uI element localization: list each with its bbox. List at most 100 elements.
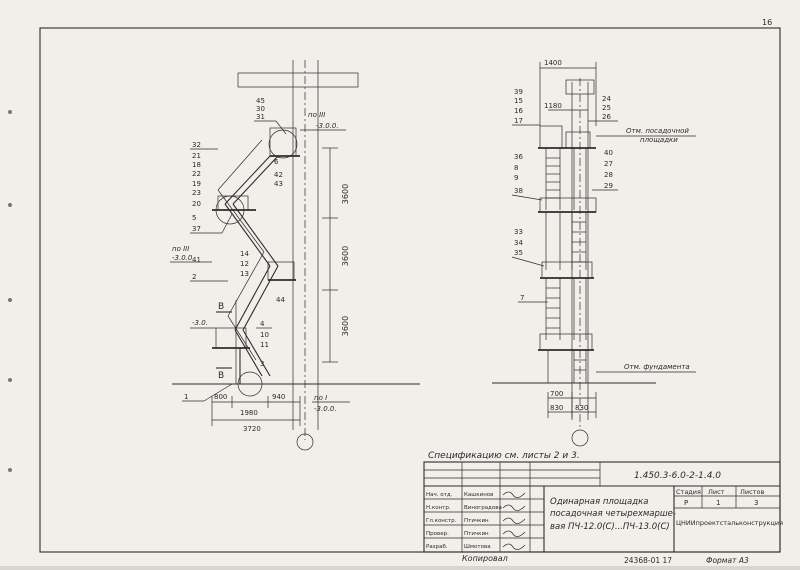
- signer-role: Разраб.: [426, 544, 448, 550]
- bottom-code: 24368-01 17: [624, 556, 672, 565]
- signer-role: Нач. отд.: [426, 492, 453, 498]
- callout-label: 45: [256, 97, 265, 105]
- note-foundation: Отм. фундамента: [596, 363, 696, 373]
- callout-label: 37: [192, 225, 201, 233]
- mark-bottom-label: по I: [314, 394, 327, 402]
- callout-label: 12: [240, 260, 249, 268]
- format-label: Формат А3: [706, 556, 749, 565]
- ladder-upper: [545, 148, 587, 210]
- mark-bottom: по I -3.0.0.: [312, 394, 350, 413]
- binder-holes: [8, 110, 12, 472]
- callout-label: 28: [604, 171, 613, 179]
- signer-role: Н.контр.: [426, 505, 451, 511]
- dim-bottom-830-a: 830: [550, 404, 563, 412]
- header-stage: Стадия: [676, 488, 701, 496]
- note-landing: Отм. посадочной площадки: [596, 127, 696, 144]
- mark-top: по III -3.0.0.: [300, 111, 346, 131]
- callout-label: 7: [520, 294, 524, 302]
- left-elevation: B B 3600 3600 3600 800 1980 940 3720 45 …: [170, 60, 420, 451]
- callouts-left-top: 39 15 16 17: [512, 88, 540, 126]
- callout-label: 30: [256, 105, 265, 113]
- callout-label: 8: [514, 164, 518, 172]
- signers: Нач. отд. Кашкинов Н.контр. Виноградова …: [426, 492, 502, 550]
- callout-label: 1: [184, 393, 188, 401]
- mark-mid-level: -3.0.0: [172, 254, 193, 262]
- signer-role: Гл.констр.: [426, 518, 457, 524]
- ladder-lower: [545, 278, 587, 340]
- callouts-left-mid: 36 8 9 38: [511, 153, 543, 201]
- callout-label: 4: [260, 320, 265, 328]
- right-elevation: 1400 1180 39 15 16 17 24 25 26 Отм. поса…: [492, 59, 696, 447]
- sheet-frame: [39, 27, 781, 553]
- callout-label: 18: [192, 161, 201, 169]
- callouts-lower: 4 10 11 3: [256, 320, 272, 368]
- dim-vertical-1: 3600: [341, 184, 350, 204]
- signer-role: Провер.: [426, 531, 449, 537]
- copied-by: Копировал: [462, 554, 508, 563]
- callout-label: 25: [602, 104, 611, 112]
- dim-bottom-830-b: 830: [575, 404, 588, 412]
- callout-label: 5: [192, 214, 196, 222]
- title-line-1: Одинарная площадка: [550, 497, 648, 507]
- dim-top: 1400: [544, 59, 562, 67]
- signer-name: Птичкин: [464, 518, 489, 524]
- dim-bottom-940: 940: [272, 393, 285, 401]
- note-foundation-text: Отм. фундамента: [624, 363, 690, 371]
- mark-left: -3.0.: [190, 319, 216, 329]
- callout-label: 38: [514, 187, 523, 195]
- callout-label: 29: [604, 182, 613, 190]
- callout-label: 3: [260, 360, 264, 368]
- callout-label: 40: [604, 149, 613, 157]
- note-landing-line2: площадки: [640, 136, 678, 144]
- callout-label: 22: [192, 170, 201, 178]
- signer-name: Шмотова: [464, 544, 491, 550]
- callouts-left-low: 33 34 35: [511, 228, 545, 267]
- spec-note: Спецификацию см. листы 2 и 3.: [428, 451, 580, 461]
- callout-label: 31: [256, 113, 265, 121]
- signer-name: Кашкинов: [464, 492, 493, 498]
- callout-label: 27: [604, 160, 613, 168]
- callout-label: 10: [260, 331, 269, 339]
- callouts-left-upper: 32 21 18 22 19 23 20 5 37: [190, 141, 233, 234]
- callout-label: 20: [192, 200, 201, 208]
- title-block: 1.450.3-6.0-2-1.4.0 Одинарная площадка п…: [423, 461, 783, 553]
- dim-700: 700: [550, 390, 563, 398]
- dim-total: 3720: [243, 425, 261, 433]
- callout-label: 33: [514, 228, 523, 236]
- callout-label: 35: [514, 249, 523, 257]
- mark-bottom-level: -3.0.0.: [314, 405, 337, 413]
- signer-name: Птичкин: [464, 531, 489, 537]
- callout-label: 41: [192, 256, 201, 264]
- dim-inner: 1180: [544, 102, 562, 110]
- callout-label: 39: [514, 88, 523, 96]
- mark-mid-label: по III: [172, 245, 189, 253]
- value-stage: Р: [684, 499, 688, 507]
- signer-name: Виноградова: [464, 505, 502, 511]
- callouts-right-mid: 40 27 28 29: [592, 149, 618, 191]
- value-sheet: 1: [716, 499, 720, 507]
- callouts-mid: 14 12 13: [240, 250, 249, 278]
- callout-label: 34: [514, 239, 523, 247]
- organization: ЦНИИпроектстальконструкция: [676, 519, 783, 527]
- title-line-3: вая ПЧ-12.0(С)...ПЧ-13.0(С): [550, 522, 670, 532]
- ladder-bottom: [547, 350, 587, 383]
- callout-label: 9: [514, 174, 518, 182]
- callout-label: 15: [514, 97, 523, 105]
- callout-seven: 7: [518, 294, 548, 303]
- header-sheets: Листов: [740, 488, 764, 496]
- mark-top-label: по III: [308, 111, 325, 119]
- callout-label: 6: [274, 158, 279, 166]
- callout-label: 16: [514, 107, 523, 115]
- callout-label: 13: [240, 270, 249, 278]
- note-landing-line1: Отм. посадочной: [626, 127, 689, 135]
- callout-label: 23: [192, 189, 201, 197]
- callout-label: 36: [514, 153, 523, 161]
- callouts-right: 6 42 43 44: [274, 158, 285, 304]
- callout-label: 24: [602, 95, 611, 103]
- callout-label: 21: [192, 152, 201, 160]
- section-mark-upper: B: [218, 302, 224, 312]
- callout-label: 2: [192, 273, 196, 281]
- callout-label: 42: [274, 171, 283, 179]
